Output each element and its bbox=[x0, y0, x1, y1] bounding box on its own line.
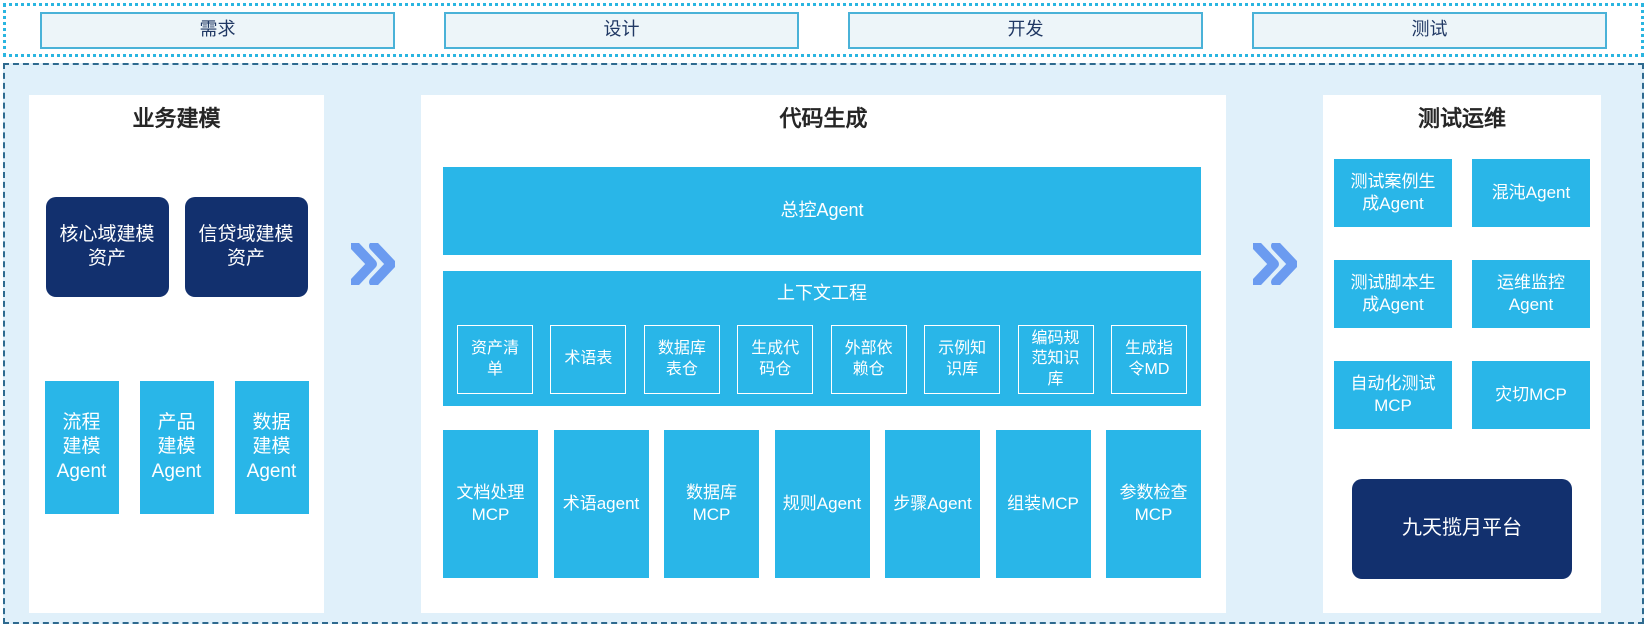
context-items-row: 资产清 单 术语表 数据库 表仓 生成代 码仓 外部依 赖仓 bbox=[443, 305, 1201, 394]
asset-list-box: 资产清 单 bbox=[457, 325, 533, 394]
modeling-asset-row: 核心域建模 资产 信贷域建模 资产 bbox=[45, 197, 308, 297]
stage-label: 测试 bbox=[1411, 19, 1448, 40]
stage-label: 开发 bbox=[1007, 19, 1044, 40]
product-modeling-agent-box: 产品 建模 Agent bbox=[139, 381, 214, 514]
stage-design: 设计 bbox=[444, 11, 799, 49]
box-label: 生成代 码仓 bbox=[751, 340, 800, 378]
box-label: 步骤Agent bbox=[893, 494, 972, 514]
document-processing-mcp-box: 文档处理 MCP bbox=[443, 430, 538, 578]
main-container: 业务建模 核心域建模 资产 信贷域建模 资产 流程 建模 Agent 产品 建模… bbox=[3, 63, 1644, 624]
box-label: 产品 建模 Agent bbox=[151, 412, 202, 482]
box-label: 术语agent bbox=[562, 494, 640, 514]
box-label: 术语表 bbox=[564, 350, 613, 368]
context-engineering-title: 上下文工程 bbox=[777, 283, 867, 303]
box-label: 混沌Agent bbox=[1491, 183, 1571, 203]
panel-code-generation: 代码生成 总控Agent 上下文工程 资产清 单 术语表 数据库 表仓 bbox=[421, 95, 1226, 613]
parameter-check-mcp-box: 参数检查 MCP bbox=[1106, 430, 1201, 578]
jiutian-lanyue-platform-box: 九天揽月平台 bbox=[1352, 479, 1572, 579]
box-label: 数据 建模 Agent bbox=[246, 412, 297, 482]
box-label: 运维监控 Agent bbox=[1497, 273, 1565, 314]
box-label: 自动化测试 MCP bbox=[1350, 374, 1436, 415]
test-case-generation-agent-box: 测试案例生 成Agent bbox=[1334, 159, 1452, 227]
test-script-generation-agent-box: 测试脚本生 成Agent bbox=[1334, 260, 1452, 328]
disaster-switch-mcp-box: 灾切MCP bbox=[1472, 361, 1590, 429]
test-ops-grid: 测试案例生 成Agent 混沌Agent 测试脚本生 成Agent 运维监控 A… bbox=[1323, 159, 1601, 429]
box-label: 示例知 识库 bbox=[938, 340, 987, 378]
box-label: 九天揽月平台 bbox=[1402, 517, 1522, 540]
box-label: 数据库 MCP bbox=[686, 483, 737, 524]
double-chevron-right-icon bbox=[1252, 243, 1297, 285]
panel-title: 代码生成 bbox=[779, 106, 868, 131]
generated-code-repo-box: 生成代 码仓 bbox=[737, 325, 814, 394]
database-table-repo-box: 数据库 表仓 bbox=[643, 325, 720, 394]
box-label: 灾切MCP bbox=[1495, 385, 1567, 405]
double-chevron-right-icon bbox=[350, 243, 395, 285]
data-modeling-agent-box: 数据 建模 Agent bbox=[234, 381, 309, 514]
stage-development: 开发 bbox=[848, 11, 1203, 49]
box-label: 总控Agent bbox=[780, 200, 864, 221]
flow-gap bbox=[324, 95, 421, 613]
panel-test-ops: 测试运维 测试案例生 成Agent 混沌Agent 测试脚本生 成Agent 运… bbox=[1323, 95, 1601, 613]
external-dependency-repo-box: 外部依 赖仓 bbox=[830, 325, 907, 394]
box-label: 参数检查 MCP bbox=[1119, 483, 1188, 524]
core-domain-asset-box: 核心域建模 资产 bbox=[45, 197, 169, 297]
stage-testing: 测试 bbox=[1252, 11, 1607, 49]
box-label: 测试案例生 成Agent bbox=[1350, 172, 1436, 213]
chaos-agent-box: 混沌Agent bbox=[1472, 159, 1590, 227]
terminology-agent-box: 术语agent bbox=[553, 430, 649, 578]
box-label: 数据库 表仓 bbox=[657, 340, 706, 378]
box-label: 测试脚本生 成Agent bbox=[1350, 273, 1436, 314]
glossary-box: 术语表 bbox=[550, 325, 627, 394]
box-label: 资产清 单 bbox=[470, 340, 519, 378]
box-label: 生成指 令MD bbox=[1124, 340, 1173, 378]
stage-bar: 需求 设计 开发 测试 bbox=[3, 3, 1644, 57]
code-generation-tools-row: 文档处理 MCP 术语agent 数据库 MCP 规则Agent 步骤Agent… bbox=[443, 430, 1201, 578]
steps-agent-box: 步骤Agent bbox=[885, 430, 980, 578]
panel-title: 业务建模 bbox=[132, 106, 221, 131]
assembly-mcp-box: 组装MCP bbox=[995, 430, 1091, 578]
flow-gap bbox=[1226, 95, 1323, 613]
coding-standards-kb-box: 编码规 范知识 库 bbox=[1017, 325, 1094, 394]
database-mcp-box: 数据库 MCP bbox=[664, 430, 759, 578]
example-knowledge-base-box: 示例知 识库 bbox=[924, 325, 1001, 394]
master-agent-bar: 总控Agent bbox=[443, 167, 1201, 255]
box-label: 规则Agent bbox=[782, 494, 862, 514]
box-label: 流程 建模 Agent bbox=[56, 412, 107, 482]
stage-requirements: 需求 bbox=[40, 11, 395, 49]
panel-title: 测试运维 bbox=[1417, 106, 1506, 131]
generation-instruction-md-box: 生成指 令MD bbox=[1110, 325, 1187, 394]
stage-label: 设计 bbox=[603, 19, 640, 40]
box-label: 组装MCP bbox=[1007, 494, 1079, 514]
box-label: 核心域建模 资产 bbox=[59, 223, 155, 269]
ops-monitoring-agent-box: 运维监控 Agent bbox=[1472, 260, 1590, 328]
box-label: 文档处理 MCP bbox=[456, 483, 525, 524]
automated-testing-mcp-box: 自动化测试 MCP bbox=[1334, 361, 1452, 429]
modeling-agent-row: 流程 建模 Agent 产品 建模 Agent 数据 建模 Agent bbox=[44, 381, 309, 514]
context-engineering-panel: 上下文工程 资产清 单 术语表 数据库 表仓 生成代 码仓 外部 bbox=[443, 271, 1201, 406]
process-modeling-agent-box: 流程 建模 Agent bbox=[44, 381, 119, 514]
rules-agent-box: 规则Agent bbox=[774, 430, 870, 578]
panel-business-modeling: 业务建模 核心域建模 资产 信贷域建模 资产 流程 建模 Agent 产品 建模… bbox=[29, 95, 324, 613]
box-label: 信贷域建模 资产 bbox=[198, 223, 294, 269]
box-label: 外部依 赖仓 bbox=[844, 340, 893, 378]
stage-label: 需求 bbox=[199, 19, 236, 40]
credit-domain-asset-box: 信贷域建模 资产 bbox=[184, 197, 308, 297]
box-label: 编码规 范知识 库 bbox=[1031, 329, 1080, 388]
